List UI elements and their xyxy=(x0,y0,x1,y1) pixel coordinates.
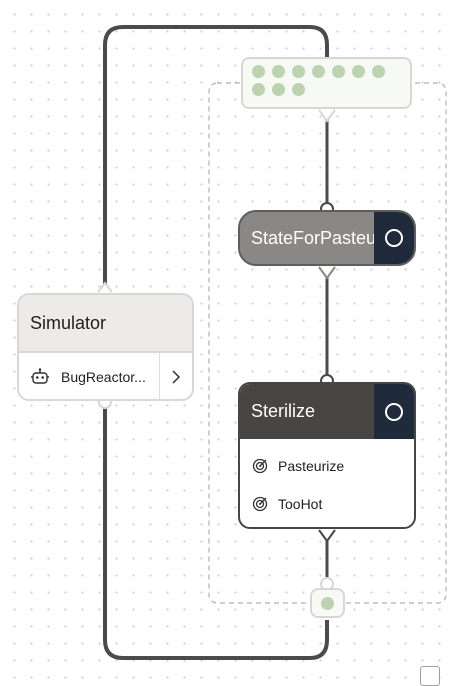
sterilize-header[interactable]: Sterilize xyxy=(240,384,414,439)
dot-indicator xyxy=(272,65,285,78)
dot-indicator xyxy=(292,83,305,96)
concurrency-dots-node[interactable] xyxy=(241,57,412,109)
state-pasteurize-title: StateForPasteurize xyxy=(251,228,374,248)
dot-indicator xyxy=(321,596,334,610)
state-pasteurize-node[interactable]: StateForPasteurize xyxy=(238,210,416,266)
sterilize-node[interactable]: Sterilize Pasteurize TooHot xyxy=(238,382,416,529)
loop-wire-top xyxy=(103,25,329,290)
dot-indicator xyxy=(312,65,325,78)
dot-indicator xyxy=(252,83,265,96)
robot-icon xyxy=(30,367,52,387)
dot-indicator xyxy=(332,65,345,78)
transition-row-pasteurize[interactable]: Pasteurize xyxy=(240,447,414,485)
arrow-marker-sim-top xyxy=(97,281,113,293)
target-icon xyxy=(252,458,270,474)
dot-indicator xyxy=(352,65,365,78)
dot-indicator xyxy=(372,65,385,78)
transition-label: Pasteurize xyxy=(278,458,345,474)
end-dot-node[interactable] xyxy=(310,588,345,618)
transition-label: TooHot xyxy=(278,496,323,512)
loop-wire-bottom xyxy=(103,404,329,660)
sterilize-title: Sterilize xyxy=(251,401,316,421)
minimap-toggle[interactable] xyxy=(420,666,440,686)
target-icon xyxy=(252,496,270,512)
simulator-title: Simulator xyxy=(30,312,107,333)
circle-icon xyxy=(385,402,403,421)
sterilize-toggle[interactable] xyxy=(374,384,414,439)
dot-indicator xyxy=(252,65,265,78)
transition-row-toohot[interactable]: TooHot xyxy=(240,485,414,523)
arrow-marker-sterilize-out xyxy=(318,529,336,543)
simulator-node[interactable]: Simulator BugReactor... xyxy=(17,293,194,401)
circle-icon xyxy=(385,229,403,247)
chevron-right-icon[interactable] xyxy=(159,353,192,399)
arrow-marker-state-out xyxy=(318,266,336,280)
dot-indicator xyxy=(272,83,285,96)
simulator-item-row[interactable]: BugReactor... xyxy=(19,353,192,399)
simulator-header[interactable]: Simulator xyxy=(19,295,192,353)
simulator-item-label: BugReactor... xyxy=(61,369,146,385)
state-pasteurize-toggle[interactable] xyxy=(374,212,414,264)
arrow-marker-dots-out xyxy=(318,109,336,123)
dot-indicator xyxy=(292,65,305,78)
